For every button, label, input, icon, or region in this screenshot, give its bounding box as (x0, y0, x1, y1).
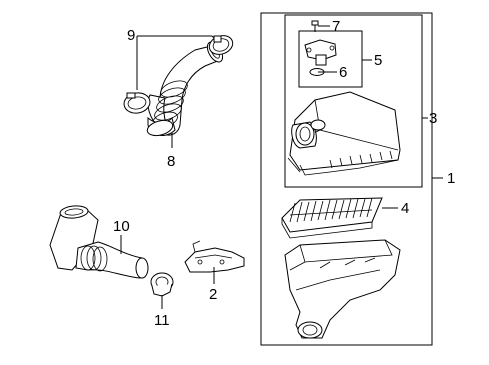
callout-7: 7 (332, 18, 340, 35)
sensor-box (298, 30, 363, 88)
air-filter-element (281, 197, 383, 239)
callout-8: 8 (167, 153, 175, 170)
assembly-outer-box (260, 12, 433, 346)
callout-11: 11 (154, 312, 170, 329)
mounting-bracket (184, 240, 245, 273)
air-cleaner-cover (287, 91, 401, 176)
grommet (150, 272, 174, 297)
callout-6: 6 (339, 64, 347, 81)
callout-3: 3 (429, 110, 437, 127)
mass-air-flow-sensor (304, 39, 337, 66)
air-cleaner-case (284, 239, 401, 339)
callout-9: 9 (127, 27, 135, 44)
callout-4: 4 (401, 200, 409, 217)
hose-clamp-lower (123, 92, 151, 114)
callout-2: 2 (209, 286, 217, 303)
leader-9-to-upper-clamp (211, 35, 215, 39)
hose-clamp-upper (208, 35, 234, 55)
callout-5: 5 (374, 52, 382, 69)
callout-1: 1 (447, 170, 455, 187)
callout-10: 10 (113, 218, 130, 235)
intake-hose-upper (146, 41, 224, 137)
upper-housing-box (284, 14, 423, 188)
screw (311, 20, 319, 32)
intake-duct (49, 205, 149, 279)
